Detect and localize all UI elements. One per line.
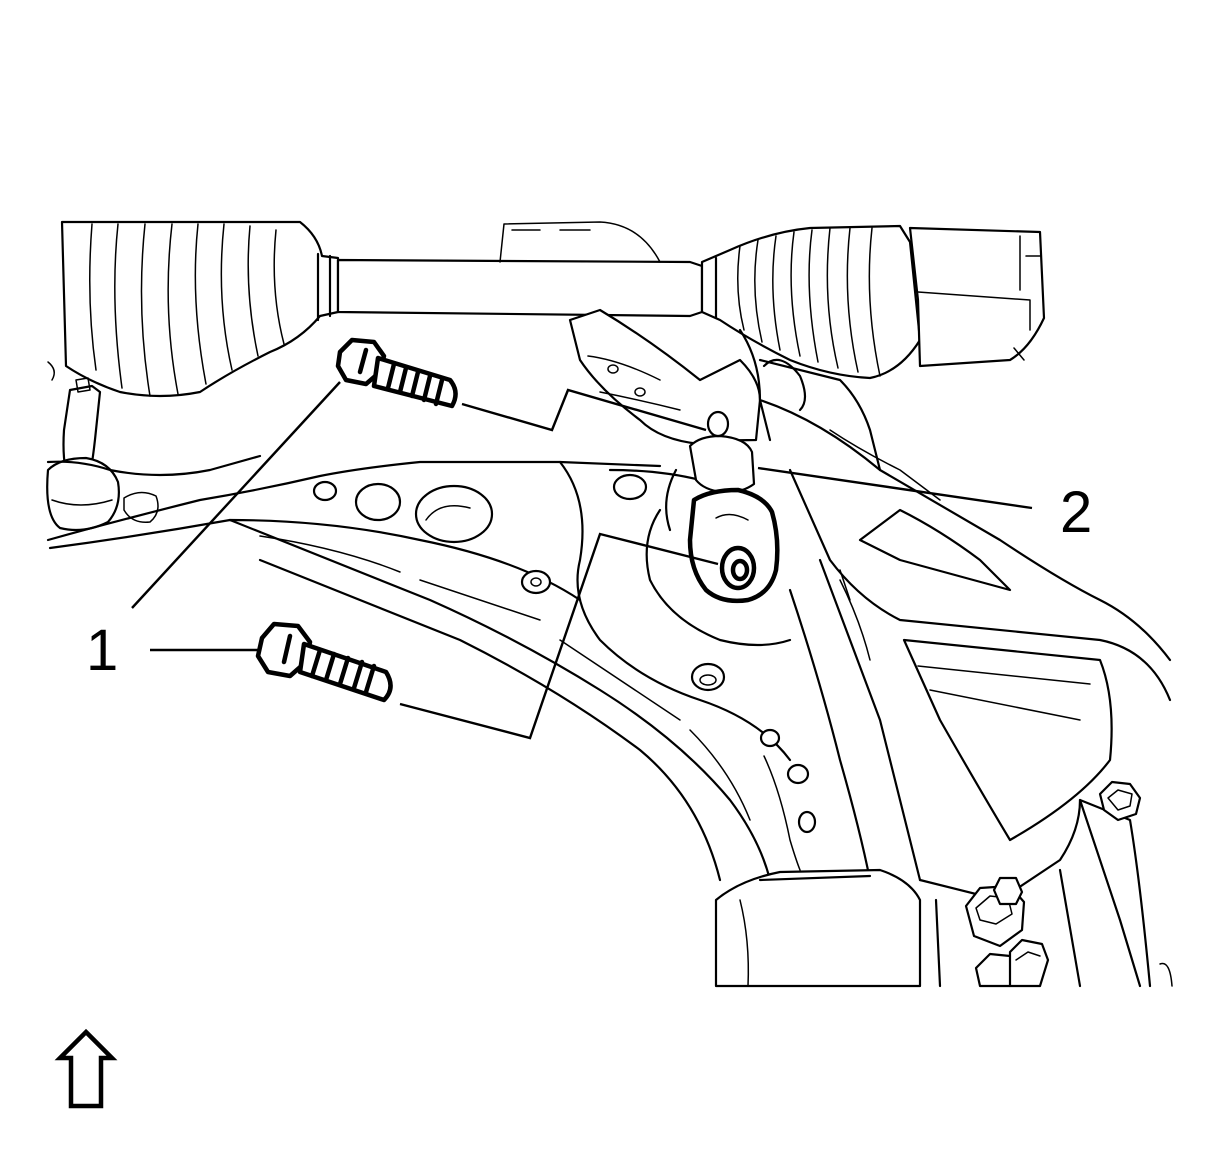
callout-1-label: 1 xyxy=(86,618,118,683)
callout-1-leader xyxy=(131,381,341,609)
hex-nut-icon xyxy=(974,938,1050,988)
callout-2-leader xyxy=(757,466,1033,510)
control-arm-bushing xyxy=(645,410,792,647)
left-cv-boot xyxy=(60,220,340,398)
hex-nut-icon xyxy=(964,876,1026,948)
leader-lines xyxy=(131,381,1033,740)
lower-control-arm xyxy=(46,454,817,882)
subframe-nuts xyxy=(964,780,1142,988)
drive-shaft-assembly xyxy=(60,220,1046,398)
hex-nut-icon xyxy=(1098,780,1142,822)
axle-shaft xyxy=(336,258,704,318)
right-cv-boot xyxy=(700,224,922,380)
up-arrow-icon xyxy=(54,1028,118,1109)
transaxle-housing xyxy=(908,226,1046,368)
subframe xyxy=(714,398,1173,988)
upper-bolt xyxy=(335,337,458,409)
callout-2-label: 2 xyxy=(1060,480,1092,545)
lower-bolt xyxy=(255,621,393,703)
ball-joint xyxy=(46,361,159,532)
